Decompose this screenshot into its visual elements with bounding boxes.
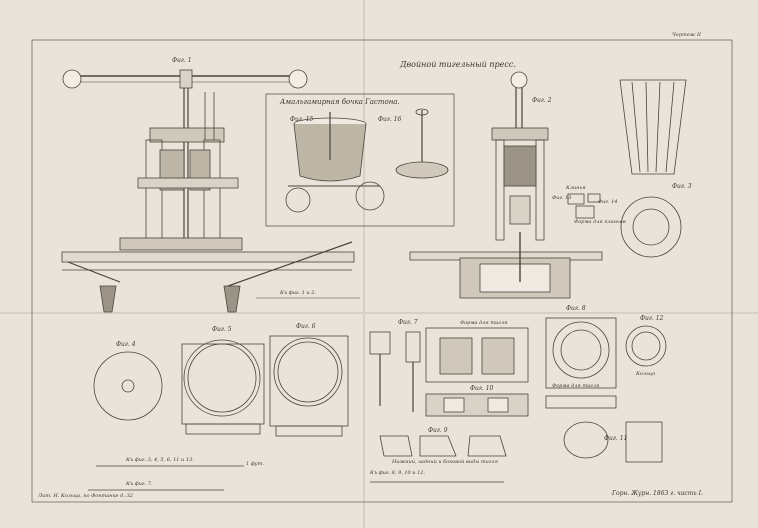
- fig6-ring: [269, 335, 349, 437]
- fig9-label: Фиг. 9: [428, 427, 448, 434]
- scale-bottom-left-b: Къ фиг. 7.: [126, 481, 153, 487]
- wedge-mold-caption: Форма для клиньев: [574, 219, 626, 225]
- inset-title: Амальгамирная бочка Гастона.: [280, 98, 400, 106]
- fig10-label: Фиг. 10: [470, 385, 494, 392]
- footer-left: Лит. Н. Кольца, по Фонтанке д. 32: [38, 493, 133, 499]
- fig4-label: Фиг. 4: [116, 341, 136, 348]
- press-front-view: [61, 69, 360, 313]
- scale-bottom-left-a: Къ фиг. 3, 4, 5, 6, 11 и 13.: [126, 457, 194, 463]
- fig16-label: Фиг. 16: [378, 116, 402, 123]
- fig12-label: Фиг. 12: [640, 315, 664, 322]
- inset-frame: [265, 93, 455, 227]
- fig7-tool: [369, 331, 421, 412]
- scale-unit: 1 фут.: [246, 461, 264, 467]
- scale-top-label: Къ фиг. 1 и 2.: [280, 290, 316, 296]
- fig2-label: Фиг. 2: [532, 97, 552, 104]
- fig4-disc: [93, 351, 163, 421]
- bottom-row-caption: Нижний, задний и боковой виды тигля: [392, 459, 498, 465]
- fig7-label: Фиг. 7: [398, 319, 418, 326]
- scale-bars: [88, 465, 504, 491]
- fig14-label: Фиг. 14: [598, 199, 618, 205]
- fig15-label: Фиг. 15: [290, 116, 314, 123]
- fig9-pieces: [379, 435, 507, 457]
- footer-right: Горн. Журн. 1863 г. часть I.: [612, 490, 703, 497]
- fig11-label: Фиг. 11: [604, 435, 628, 442]
- crucible-elevation: [619, 79, 687, 258]
- fig5-label: Фиг. 5: [212, 326, 232, 333]
- fig5-ring: [181, 339, 265, 435]
- mold-plan-caption: Форма для тигля: [460, 320, 508, 326]
- sheet-border: [31, 39, 733, 503]
- fig13-label: Фиг. 13: [552, 195, 572, 201]
- press-side-section: [409, 71, 603, 299]
- wedges-caption: Клинья: [566, 185, 586, 191]
- sheet-title: Двойной тигельный пресс.: [400, 60, 516, 69]
- amalgamation-barrel: [285, 108, 449, 213]
- corner-label: Чертеж II: [672, 32, 701, 38]
- small-parts: [567, 193, 601, 219]
- crucible-mold: [425, 327, 529, 417]
- fig1-label: Фиг. 1: [172, 57, 192, 64]
- clamp-caption: Кольцо: [636, 371, 656, 377]
- scale-bottom-mid: Къ фиг. 8, 9, 10 и 12.: [370, 470, 426, 476]
- fig6-label: Фиг. 6: [296, 323, 316, 330]
- mold-rings: [545, 317, 667, 463]
- fig3-label: Фиг. 3: [672, 183, 692, 190]
- fig8-label: Фиг. 8: [566, 305, 586, 312]
- mold-section-caption: Форма для тигля: [552, 383, 600, 389]
